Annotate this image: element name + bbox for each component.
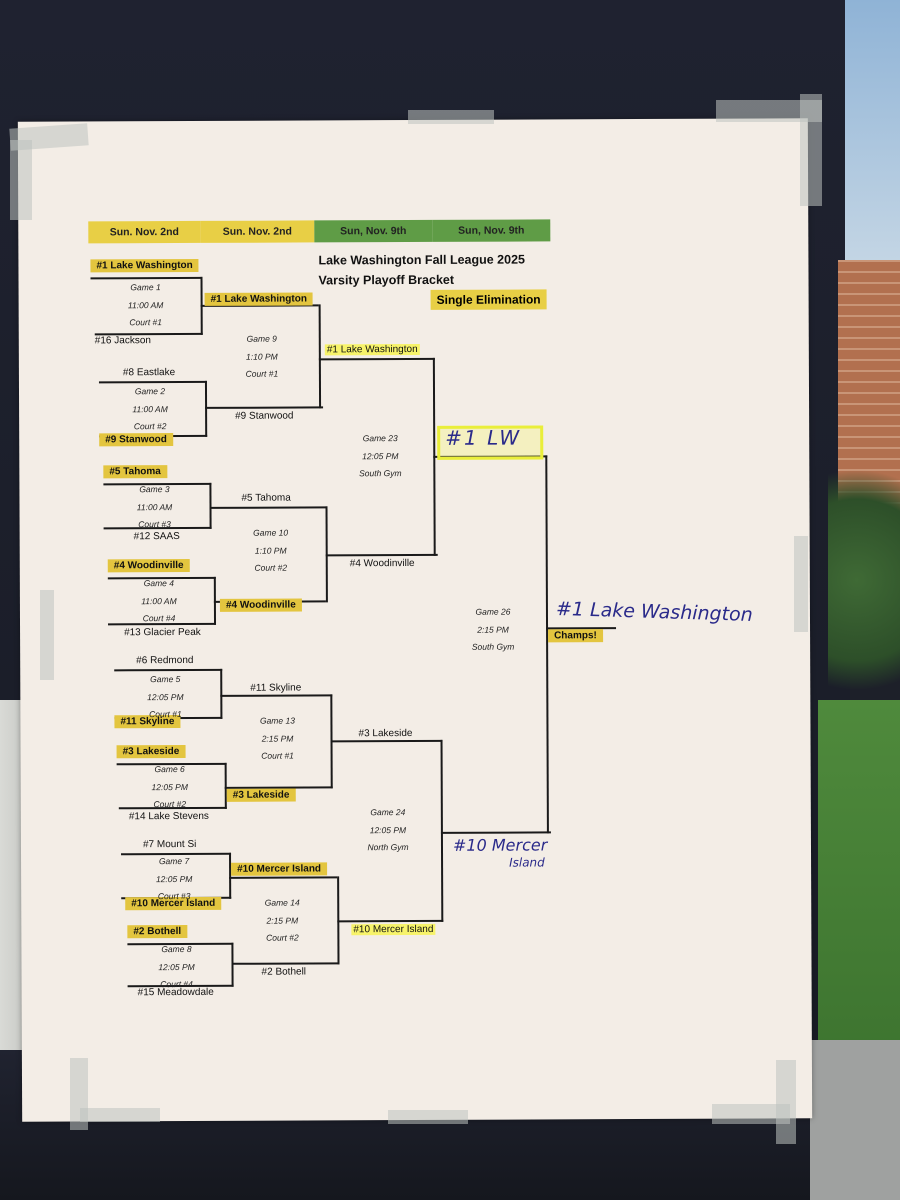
window-sky [845,0,900,290]
bracket-line [440,831,551,834]
team-slot: #4 Woodinville [107,558,190,573]
team-slot: #10 Mercer Island [231,862,328,876]
team-slot: #5 Tahoma [103,465,167,479]
handwritten-champion: #1 Lake Washington [555,597,754,626]
bracket-line [337,919,444,923]
team-slot: #8 Eastlake [122,367,176,379]
team-slot: #4 Woodinville [219,598,302,612]
bracket-line [224,762,227,809]
tape-top-right [716,100,822,122]
tape-bottom-left [80,1108,160,1122]
bracket-line [205,406,324,409]
team-slot: #10 Mercer Island [351,923,436,936]
tree [828,440,900,720]
team-slot: #1 Lake Washington [324,343,420,356]
handwritten-semifinal-winner-bottom: #10 Mercer [452,835,548,855]
bracket-line [440,739,444,922]
team-slot: #9 Stanwood [235,410,294,422]
tape-bottom-right-vertical [776,1060,796,1144]
team-slot: #11 Skyline [250,682,302,694]
team-slot: #1 Lake Washington [204,292,313,306]
team-slot: #7 Mount Si [142,838,197,851]
tape-top-center [408,110,494,124]
team-slot: #3 Lakeside [116,745,186,759]
team-slot: #2 Bothell [261,966,307,978]
tape-bottom-center [388,1110,468,1124]
team-slot: #3 Lakeside [226,788,296,802]
team-slot: #1 Lake Washington [90,258,199,273]
header-round3-date: Sun, Nov. 9th [314,219,433,243]
bracket-line [318,357,435,361]
header-final-date: Sun, Nov. 9th [432,219,551,242]
bracket-line [209,506,328,509]
format-tag: Single Elimination [430,289,547,310]
lawn [818,700,900,1045]
bracket-subtitle: Varsity Playoff Bracket [318,272,455,288]
tape-left-middle [40,590,54,680]
bracket-line [325,553,438,557]
bracket-line [318,304,322,409]
bracket-line [545,455,549,834]
bracket-line [330,739,443,743]
team-slot: #6 Redmond [136,654,194,667]
bracket-line [231,962,340,965]
tape-right-middle [794,536,808,632]
team-slot: #4 Woodinville [349,558,415,570]
tape-bottom-right [712,1104,790,1124]
tape-top-left-vertical [10,140,32,220]
bracket-title: Lake Washington Fall League 2025 [318,252,526,268]
bracket-line [229,876,338,879]
handwritten-semifinal-winner-top: #1 LW [445,425,522,450]
team-slot: #13 Glacier Peak [124,626,201,639]
sidewalk [810,1040,900,1200]
team-slot: #5 Tahoma [241,492,291,504]
team-slot: #3 Lakeside [358,728,413,740]
team-slot: #2 Bothell [127,924,188,939]
header-round2-date: Sun. Nov. 2nd [200,220,315,243]
handwritten-semifinal-winner-bottom-line2: Island [509,855,545,870]
team-slot: #16 Jackson [94,335,151,347]
header-round1-date: Sun. Nov. 2nd [88,220,201,244]
bracket-sheet: Sun. Nov. 2nd Sun. Nov. 2nd Sun, Nov. 9t… [17,118,813,1122]
tape-top-right-vertical [800,94,822,206]
bracket-line [220,694,333,697]
champs-label: Champs! [548,629,603,643]
